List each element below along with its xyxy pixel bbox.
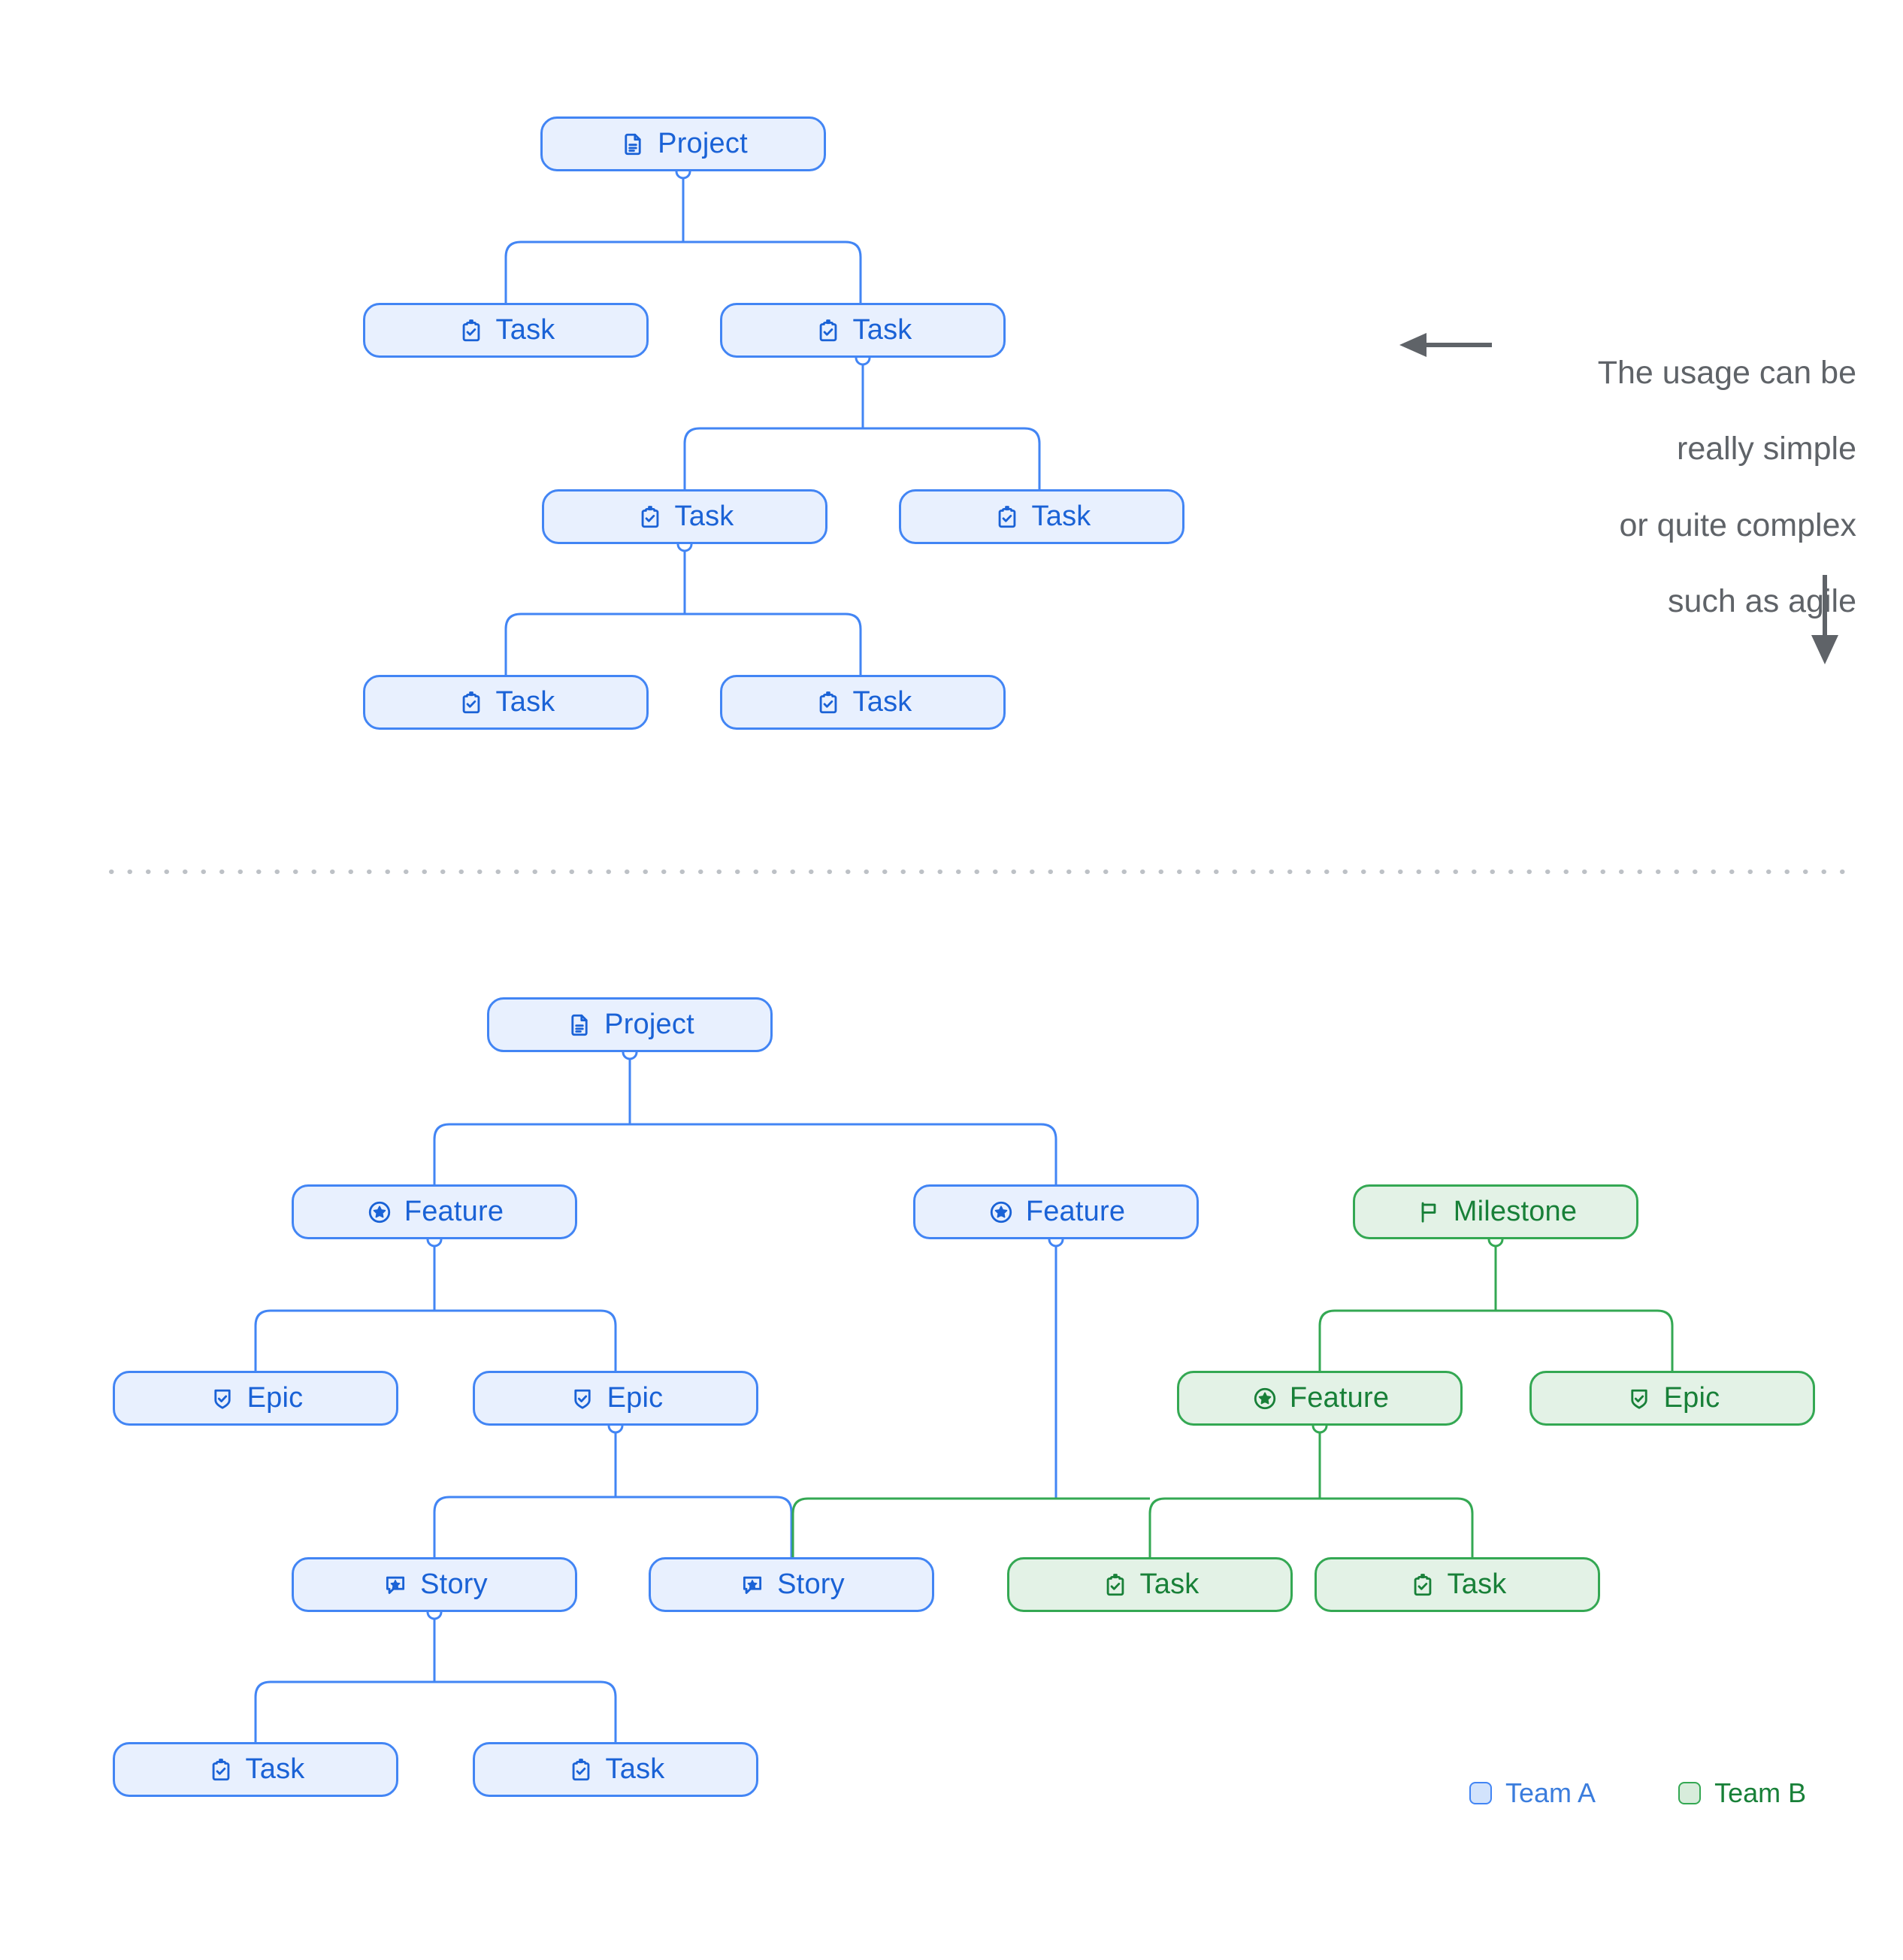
star-circle-icon	[987, 1198, 1015, 1227]
node-label: Feature	[1289, 1381, 1390, 1414]
node-b-story-2[interactable]: Story	[649, 1557, 934, 1612]
shield-check-icon	[568, 1384, 597, 1413]
node-label: Task	[852, 313, 912, 346]
flag-icon	[1414, 1198, 1443, 1227]
node-t-task-3[interactable]: Task	[542, 489, 827, 544]
clipboard-check-icon	[993, 503, 1021, 531]
clipboard-check-icon	[636, 503, 664, 531]
legend-item-team-b[interactable]: Team B	[1678, 1777, 1806, 1809]
node-label: Feature	[1025, 1195, 1126, 1227]
team-a-swatch-icon	[1469, 1782, 1492, 1804]
bubble-star-icon	[381, 1571, 410, 1599]
node-label: Feature	[404, 1195, 504, 1227]
edge-task2-to-tasks	[683, 358, 1041, 489]
node-t-task-2[interactable]: Task	[720, 303, 1006, 358]
usage-annotation: The usage can be really simple or quite …	[1473, 316, 1856, 659]
clipboard-check-icon	[457, 688, 486, 717]
node-label: Task	[852, 685, 912, 718]
clipboard-check-icon	[814, 688, 843, 717]
annotation-line-3: or quite complex	[1619, 507, 1857, 543]
shield-check-icon	[208, 1384, 237, 1413]
edge-milestone-to-children	[1318, 1239, 1674, 1371]
node-label: Task	[674, 500, 734, 532]
bubble-star-icon	[738, 1571, 767, 1599]
shield-check-icon	[1625, 1384, 1653, 1413]
clipboard-check-icon	[567, 1756, 595, 1784]
document-icon	[619, 130, 647, 159]
clipboard-check-icon	[207, 1756, 235, 1784]
connector-dots-bottom	[426, 1044, 1504, 1620]
star-circle-icon	[365, 1198, 394, 1227]
node-b-epic-1[interactable]: Epic	[113, 1371, 398, 1426]
node-label: Epic	[1663, 1381, 1720, 1414]
legend-label-team-b: Team B	[1714, 1777, 1807, 1808]
edge-feature3-to-tasks	[791, 1426, 1474, 1557]
clipboard-check-icon	[457, 316, 486, 345]
annotation-line-1: The usage can be	[1597, 354, 1856, 391]
node-t-task-4[interactable]: Task	[899, 489, 1184, 544]
node-label: Task	[495, 685, 555, 718]
node-t-task-6[interactable]: Task	[720, 675, 1006, 730]
node-b-task-1[interactable]: Task	[1007, 1557, 1293, 1612]
annotation-line-4: such as agile	[1668, 583, 1856, 620]
node-label: Epic	[247, 1381, 304, 1414]
annotation-line-2: really simple	[1677, 431, 1856, 467]
node-label: Task	[1139, 1568, 1200, 1600]
node-b-feature-1[interactable]: Feature	[292, 1184, 577, 1239]
node-label: Task	[495, 313, 555, 346]
clipboard-check-icon	[814, 316, 843, 345]
node-label: Project	[658, 127, 748, 159]
document-icon	[565, 1011, 594, 1039]
node-b-epic-2[interactable]: Epic	[473, 1371, 758, 1426]
node-label: Task	[245, 1753, 305, 1785]
edge-task3-to-tasks	[504, 544, 862, 675]
node-label: Story	[777, 1568, 845, 1600]
node-b-epic-3[interactable]: Epic	[1529, 1371, 1815, 1426]
node-label: Task	[1031, 500, 1091, 532]
node-label: Project	[604, 1008, 694, 1040]
node-t-project[interactable]: Project	[540, 116, 826, 171]
node-label: Milestone	[1453, 1195, 1578, 1227]
node-label: Epic	[607, 1381, 664, 1414]
node-b-story-1[interactable]: Story	[292, 1557, 577, 1612]
node-t-task-1[interactable]: Task	[363, 303, 649, 358]
edge-project-to-tasks	[504, 171, 862, 303]
node-label: Task	[1447, 1568, 1507, 1600]
node-b-task-4[interactable]: Task	[473, 1742, 758, 1797]
legend-item-team-a[interactable]: Team A	[1469, 1777, 1596, 1809]
edge-feature1-to-epics	[254, 1239, 617, 1371]
legend-label-team-a: Team A	[1505, 1777, 1596, 1808]
node-b-project[interactable]: Project	[487, 997, 773, 1052]
node-t-task-5[interactable]: Task	[363, 675, 649, 730]
edge-epic2-to-stories	[433, 1426, 793, 1557]
node-b-feature-2[interactable]: Feature	[913, 1184, 1199, 1239]
edge-bproject-to-features	[433, 1052, 1057, 1184]
team-legend: Team A Team B	[1469, 1777, 1806, 1809]
team-b-swatch-icon	[1678, 1782, 1702, 1804]
node-b-task-2[interactable]: Task	[1315, 1557, 1600, 1612]
node-label: Task	[605, 1753, 665, 1785]
star-circle-icon	[1251, 1384, 1279, 1413]
clipboard-check-icon	[1408, 1571, 1437, 1599]
node-b-milestone[interactable]: Milestone	[1353, 1184, 1638, 1239]
node-b-task-3[interactable]: Task	[113, 1742, 398, 1797]
node-b-feature-3[interactable]: Feature	[1177, 1371, 1463, 1426]
node-label: Story	[420, 1568, 488, 1600]
clipboard-check-icon	[1101, 1571, 1130, 1599]
edge-story1-to-tasks	[254, 1612, 617, 1742]
